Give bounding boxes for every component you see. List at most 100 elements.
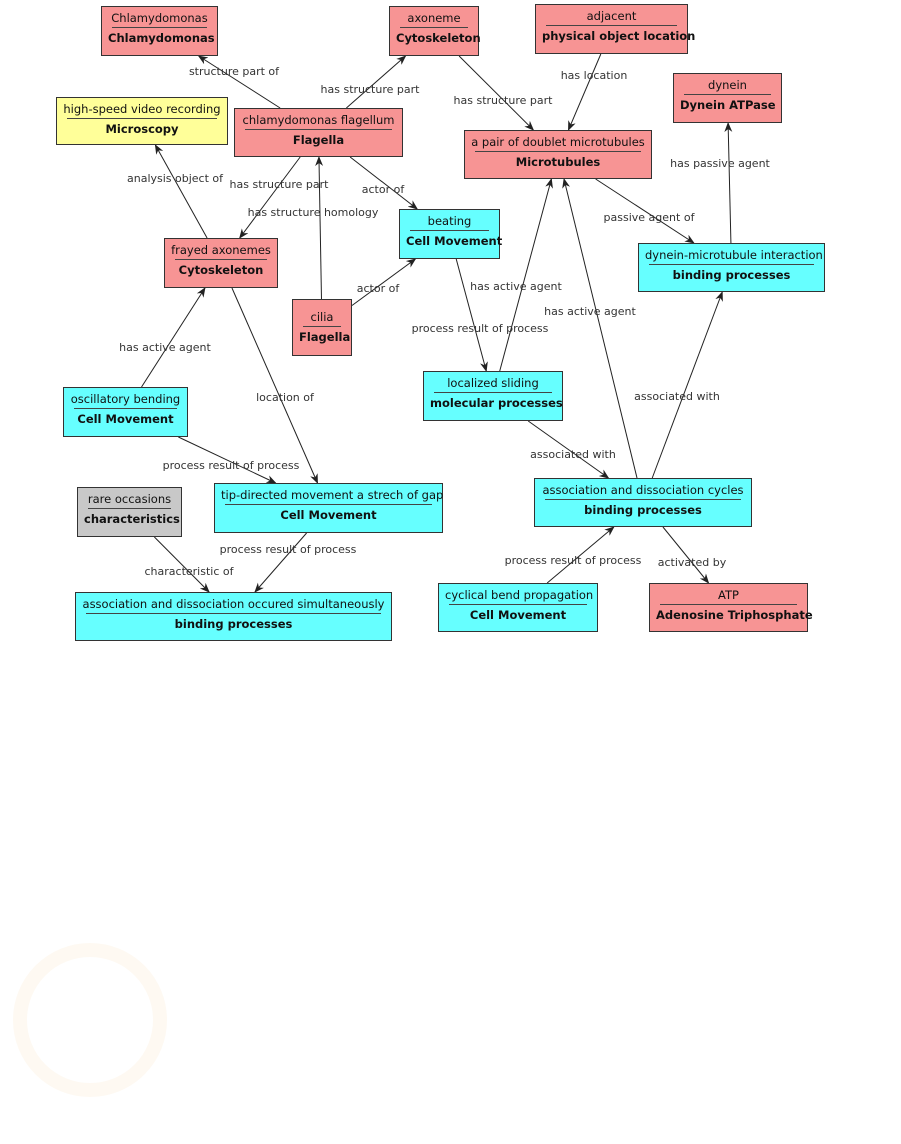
- edge-flagellum-frayed: [239, 156, 301, 239]
- edge-adc-doublet: [562, 178, 638, 479]
- edge-label: has active agent: [470, 280, 562, 293]
- edge-oscillatory-frayed: [141, 287, 206, 388]
- edge-label: characteristic of: [145, 565, 235, 578]
- node-separator: [245, 129, 392, 130]
- node-type: Microscopy: [105, 122, 179, 136]
- edge-labels-layer: structure part of has structure part has s…: [119, 65, 770, 578]
- node-separator: [684, 94, 771, 95]
- edge-label: has location: [561, 69, 628, 82]
- node-type: Microtubules: [515, 155, 601, 169]
- edge-frayed-tipdir: [231, 287, 318, 484]
- node-name: high-speed video recording: [63, 102, 221, 116]
- node-name: localized sliding: [447, 376, 539, 390]
- node-name: adjacent: [586, 9, 637, 23]
- edge-label: location of: [256, 391, 315, 404]
- edge-label: has active agent: [544, 305, 636, 318]
- node-separator: [475, 151, 641, 152]
- edge-label: structure part of: [189, 65, 280, 78]
- node-separator: [400, 27, 468, 28]
- node-separator: [546, 25, 677, 26]
- node-sliding[interactable]: localized sliding molecular processes: [423, 371, 563, 421]
- edge-label: actor of: [362, 183, 406, 196]
- edge-flagellum-beating: [349, 156, 419, 210]
- node-name: cilia: [310, 310, 334, 324]
- node-name: beating: [427, 214, 472, 228]
- node-separator: [449, 604, 587, 605]
- node-type: Flagella: [299, 330, 351, 344]
- node-type: binding processes: [672, 268, 791, 282]
- node-adsim[interactable]: association and dissociation occured sim…: [75, 592, 392, 641]
- edge-label: passive agent of: [604, 211, 696, 224]
- node-name: dynein-microtubule interaction: [645, 248, 823, 262]
- edges-layer: [141, 53, 733, 593]
- node-name: association and dissociation cycles: [542, 483, 744, 497]
- edge-cilia-flagellum: [315, 156, 324, 300]
- edge-adc-atp: [662, 526, 710, 584]
- edge-doublet-dmi: [595, 178, 695, 244]
- node-name: chlamydomonas flagellum: [242, 113, 395, 127]
- node-type: Cell Movement: [469, 608, 567, 622]
- edge-label: associated with: [634, 390, 720, 403]
- edge-cyclical-adc: [546, 526, 615, 584]
- node-separator: [112, 27, 207, 28]
- node-type: Cytoskeleton: [396, 31, 481, 45]
- edge-adjacent-doublet: [567, 53, 602, 131]
- node-name: tip-directed movement a strech of gap: [221, 488, 444, 502]
- edge-label: has structure part: [454, 94, 554, 107]
- node-separator: [88, 508, 171, 509]
- edge-sliding-doublet: [499, 178, 553, 372]
- node-type: binding processes: [584, 503, 702, 517]
- edge-beating-sliding: [455, 258, 488, 372]
- node-type: physical object location: [542, 29, 696, 43]
- node-adc[interactable]: association and dissociation cycles bindi…: [534, 478, 752, 527]
- node-name: axoneme: [407, 11, 461, 25]
- node-separator: [225, 504, 432, 505]
- node-separator: [434, 392, 552, 393]
- node-type: molecular processes: [430, 396, 563, 410]
- node-type: Cell Movement: [280, 508, 377, 522]
- node-name: oscillatory bending: [70, 392, 181, 406]
- node-name: a pair of doublet microtubules: [471, 135, 645, 149]
- edge-label: process result of process: [505, 554, 642, 567]
- edge-flagellum-chlamydomonas: [197, 55, 281, 109]
- edge-dmi-dynein: [724, 122, 733, 244]
- node-separator: [303, 326, 341, 327]
- edge-sliding-adc: [527, 420, 610, 479]
- edge-label: has structure part: [230, 178, 330, 191]
- node-name: dynein: [708, 78, 747, 92]
- node-separator: [86, 613, 381, 614]
- edge-label: process result of process: [163, 459, 300, 472]
- edge-label: has passive agent: [670, 157, 770, 170]
- edge-label: process result of process: [412, 322, 549, 335]
- node-name: ATP: [718, 588, 739, 602]
- edge-label: analysis object of: [127, 172, 224, 185]
- node-type: Cell Movement: [77, 412, 174, 426]
- edge-label: associated with: [530, 448, 616, 461]
- edge-oscillatory-tipdir: [178, 436, 277, 484]
- node-name: rare occasions: [87, 492, 172, 506]
- node-separator: [660, 604, 797, 605]
- edge-cilia-beating: [351, 258, 417, 306]
- node-separator: [410, 230, 489, 231]
- edge-label: activated by: [658, 556, 727, 569]
- edge-rare-adsim: [154, 536, 210, 593]
- node-type: Flagella: [292, 133, 345, 147]
- node-name: frayed axonemes: [171, 243, 271, 257]
- node-type: Cell Movement: [406, 234, 503, 248]
- node-dmi[interactable]: dynein-microtubule interaction binding pr…: [638, 243, 825, 292]
- node-adjacent[interactable]: adjacent physical object location: [535, 4, 696, 54]
